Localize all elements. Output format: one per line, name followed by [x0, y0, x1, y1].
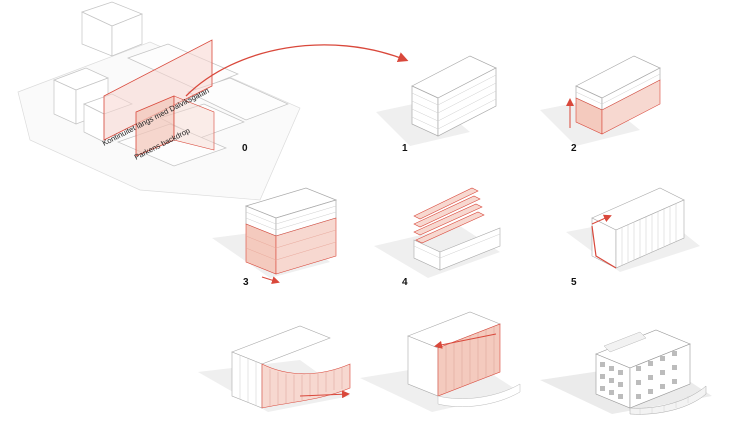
step-number-4: 4: [402, 277, 408, 288]
step-5-block: [566, 187, 700, 272]
step-number-3: 3: [243, 277, 249, 288]
step-7-block: [360, 311, 521, 412]
step-2-block: [540, 55, 661, 146]
step-number-0: 0: [242, 143, 248, 154]
step-number-2: 2: [571, 143, 577, 154]
step-0-red-planes: [103, 39, 215, 157]
step-number-5: 5: [571, 277, 577, 288]
step-number-1: 1: [402, 143, 408, 154]
step-3-block: [212, 187, 338, 285]
step-6-block: [198, 325, 351, 412]
step-8-building: [540, 329, 712, 415]
step-1-block: [376, 55, 497, 146]
step-4-block: [374, 187, 501, 278]
transition-arrow: [185, 44, 409, 97]
